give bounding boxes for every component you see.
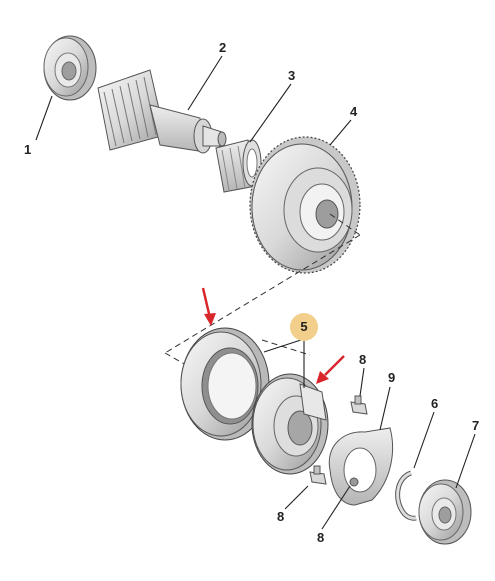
synchro-sleeve-ring [180, 327, 270, 441]
bearing-part-1 [43, 35, 97, 101]
callout-6: 6 [431, 396, 439, 411]
callout-3: 3 [288, 68, 296, 83]
clip-part-8-bottom [309, 465, 327, 485]
snap-ring-part-6 [395, 470, 417, 521]
callout-7: 7 [472, 418, 480, 433]
callout-4: 4 [350, 104, 358, 119]
callout-5-highlighted: 5 [290, 313, 318, 341]
callout-8-bottom-left: 8 [277, 509, 285, 524]
bearing-part-7 [418, 479, 472, 545]
callout-8-top: 8 [359, 352, 367, 367]
callout-9: 9 [388, 370, 396, 385]
assembly-axis-lines [164, 213, 361, 371]
retaining-plate-part-9 [328, 427, 394, 506]
clip-part-8-top [350, 395, 368, 415]
callout-8-bottom: 8 [317, 530, 325, 545]
red-arrow-icon [316, 355, 345, 384]
helical-gear-part-4 [249, 136, 361, 274]
red-arrow-icon [201, 287, 216, 326]
synchro-hub [251, 373, 329, 475]
leader-lines [35, 55, 476, 530]
callout-2: 2 [219, 40, 227, 55]
pinion-shaft-part-2 [97, 69, 227, 154]
callout-1: 1 [24, 142, 32, 157]
